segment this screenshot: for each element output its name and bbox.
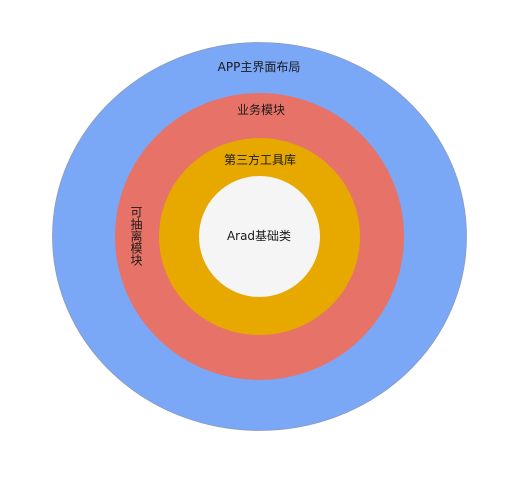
label-arad-base-classes: Arad基础类: [226, 229, 292, 243]
label-third-party-library: 第三方工具库: [223, 153, 297, 167]
label-app-main-layout: APP主界面布局: [217, 60, 301, 74]
label-detachable-module: 可抽离模块: [129, 206, 143, 266]
label-business-module: 业务模块: [236, 103, 286, 117]
ring-arad-base-classes: [199, 176, 320, 297]
